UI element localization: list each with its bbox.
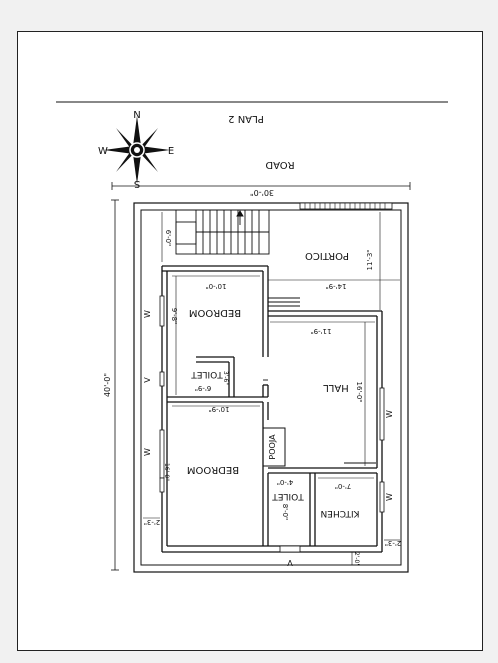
dim-toilet2-h: 8'-0"	[281, 504, 289, 521]
dim-bed2-w: 10'-9"	[208, 405, 229, 413]
compass-s: S	[134, 178, 140, 189]
gate	[299, 202, 393, 210]
room-toilet-top: TOILET	[191, 369, 224, 379]
compass-n: N	[133, 110, 140, 121]
staircase	[175, 209, 270, 255]
back-door	[279, 545, 301, 553]
dim-toilet2-w: 4'-0"	[277, 478, 294, 486]
compound-wall-inner	[140, 209, 402, 566]
dim-front-right: 2'-3"	[385, 539, 402, 547]
dim-bottom-small: 2'-0"	[353, 552, 360, 566]
room-bedroom-top: BEDROOM	[189, 307, 241, 318]
dim-plot-width: 30'-0"	[250, 188, 274, 197]
room-kitchen: KITCHEN	[321, 508, 360, 518]
road-label: ROAD	[265, 159, 294, 170]
compass-e: E	[168, 146, 174, 157]
dim-toilet1-h: 3'-6"	[222, 371, 229, 385]
drawing-sheet	[17, 31, 483, 651]
dim-bed1-h: 9'-8"	[170, 308, 178, 325]
room-pooja: POOJA	[268, 434, 277, 460]
dim-toilet1-w: 6'-9"	[195, 384, 212, 392]
room-toilet-bottom: TOILET	[272, 491, 305, 501]
dim-hall-h: 16'-0"	[355, 381, 363, 402]
dim-portico-h: 11'-3"	[366, 249, 374, 270]
dim-plot-depth: 40'-0"	[103, 373, 112, 397]
window-w-3: W	[385, 410, 394, 418]
dim-portico-w: 14'-9"	[325, 282, 346, 290]
door-marks	[263, 297, 376, 464]
room-hall: HALL	[323, 382, 349, 393]
dim-bed2-h: 16'-0"	[163, 463, 170, 481]
dim-hall-w: 11'-9"	[310, 327, 331, 335]
dim-front-left: 2'-3"	[144, 518, 161, 526]
compass-w: W	[98, 146, 108, 157]
vent-v-1: V	[143, 377, 152, 383]
window-w-4: W	[385, 493, 394, 501]
room-bedroom-bottom: BEDROOM	[187, 464, 239, 475]
window-w-1: W	[143, 310, 152, 318]
dim-stair: 6'-0"	[164, 230, 172, 247]
room-portico: PORTICO	[305, 250, 349, 261]
dim-bed1-w: 10'-0"	[205, 282, 226, 290]
windows	[159, 295, 385, 513]
compass-rose	[104, 116, 170, 184]
window-w-2: W	[143, 448, 152, 456]
plan-title: PLAN 2	[228, 113, 264, 124]
dim-kitchen-w: 7'-0"	[335, 482, 352, 490]
pooja-box	[262, 427, 286, 467]
plot-boundary	[133, 202, 409, 573]
vent-v-2: V	[287, 558, 293, 567]
